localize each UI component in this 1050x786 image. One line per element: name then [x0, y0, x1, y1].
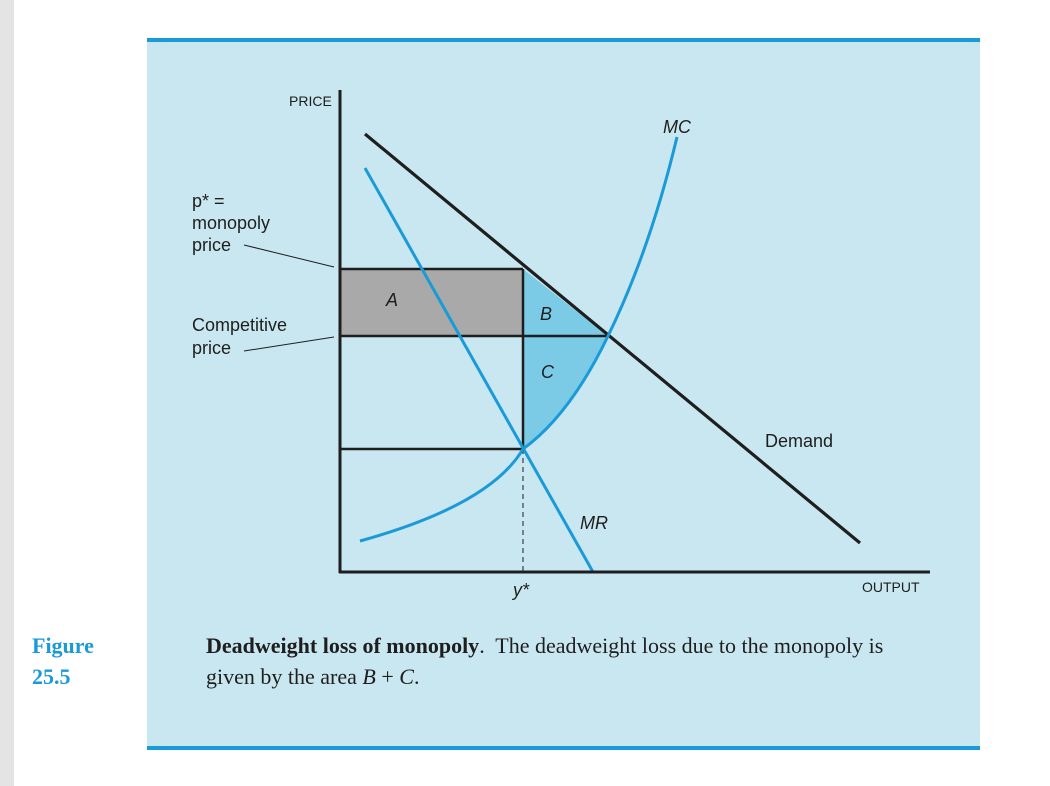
y-star-label: y*	[511, 580, 530, 600]
figure-caption: Deadweight loss of monopoly. The deadwei…	[206, 630, 936, 692]
competitive-price-pointer	[243, 336, 335, 352]
area-c	[523, 336, 608, 449]
figure-number: Figure 25.5	[32, 630, 142, 692]
mc-curve-label: MC	[663, 117, 692, 137]
caption-math-plus: +	[375, 664, 400, 689]
figure-value: 25.5	[32, 664, 71, 689]
caption-math-b: B	[362, 664, 376, 689]
caption-title: Deadweight loss of monopoly	[206, 633, 480, 658]
monopoly-price-label-line1: p* =	[192, 191, 225, 211]
area-b-label: B	[540, 304, 552, 324]
monopoly-price-label-line3: price	[192, 235, 231, 255]
mr-curve-label: MR	[580, 513, 608, 533]
caption-end: .	[413, 664, 420, 689]
area-c-label: C	[541, 362, 555, 382]
monopoly-price-pointer	[243, 244, 335, 268]
caption-math-c: C	[399, 664, 414, 689]
marginal-cost-curve	[359, 136, 679, 543]
marginal-revenue-curve	[363, 167, 595, 573]
y-axis-label: PRICE	[289, 93, 332, 109]
competitive-price-label-line2: price	[192, 338, 231, 358]
competitive-price-label-line1: Competitive	[192, 315, 287, 335]
area-a	[340, 269, 523, 336]
caption-title-suffix: .	[479, 633, 485, 658]
monopoly-price-label-line2: monopoly	[192, 213, 270, 233]
figure-word: Figure	[32, 633, 94, 658]
demand-curve	[363, 132, 862, 545]
demand-curve-label: Demand	[765, 431, 833, 451]
page-margin-strip	[0, 0, 14, 786]
caption-text: The deadweight loss due to the monopoly …	[206, 633, 884, 689]
area-a-label: A	[385, 290, 398, 310]
x-axis-label: OUTPUT	[862, 579, 920, 595]
